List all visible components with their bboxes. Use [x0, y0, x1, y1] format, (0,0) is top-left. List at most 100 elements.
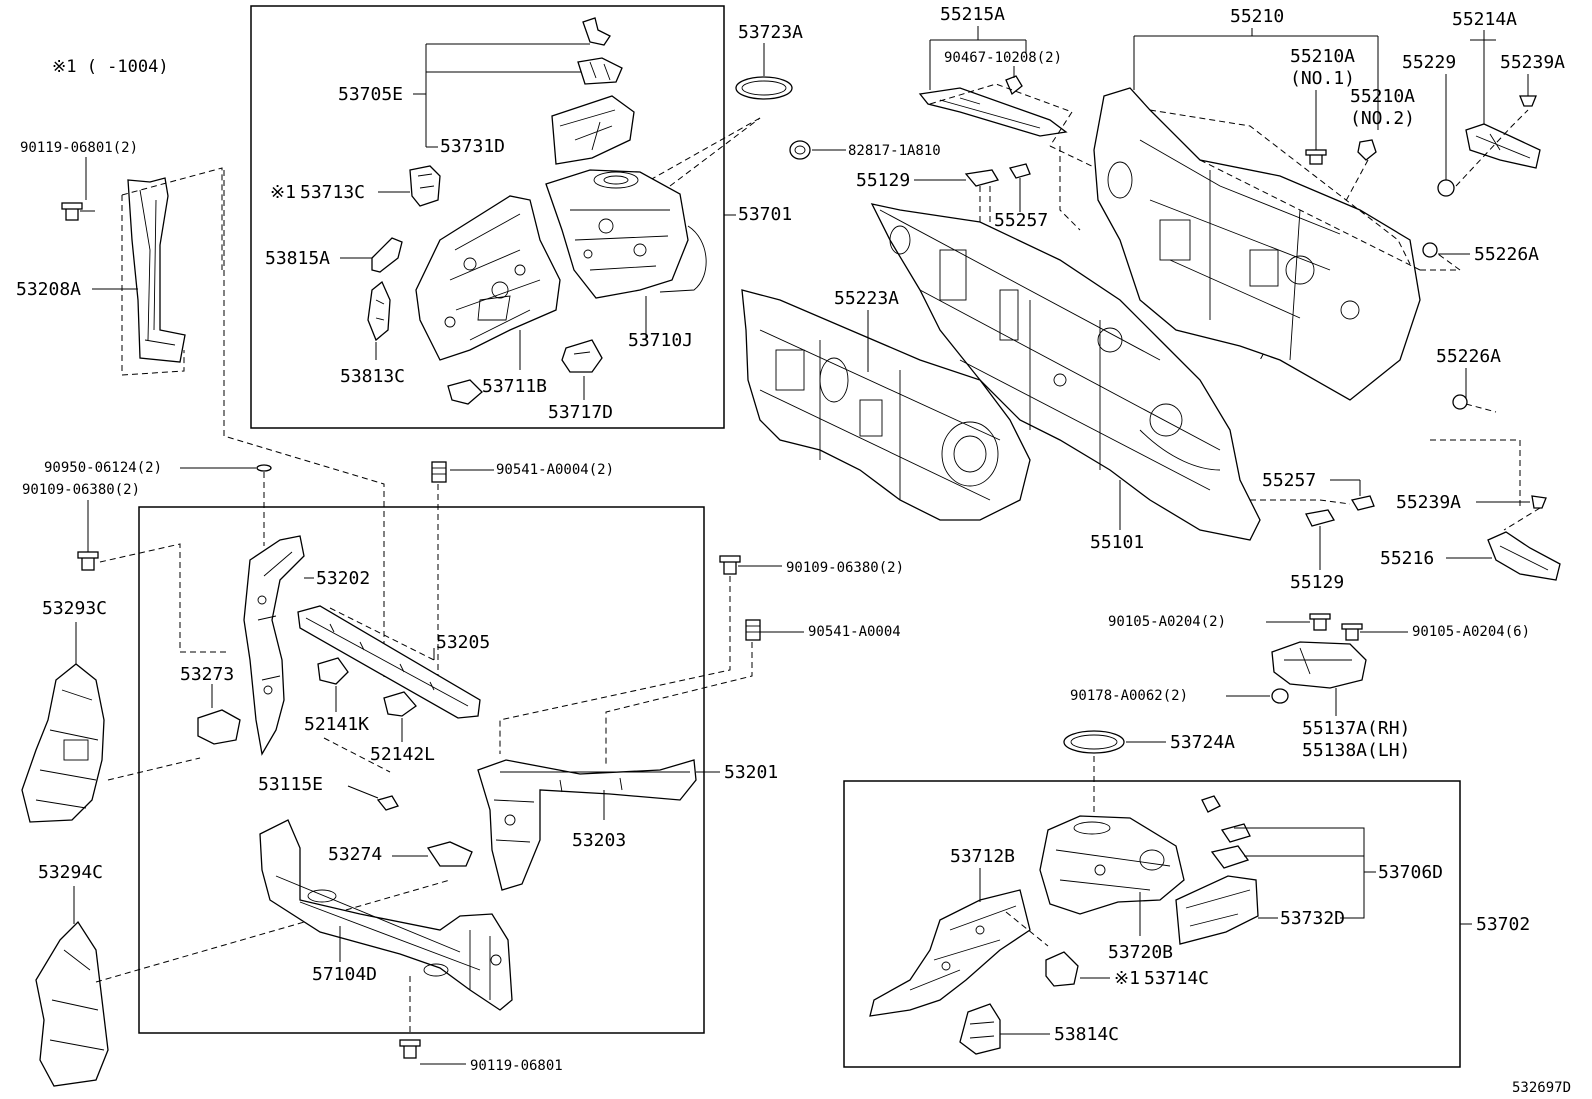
diagram-id: 532697D — [1512, 1080, 1571, 1096]
part-label-53731D: 53731D — [440, 136, 505, 157]
part-label-90105-A0204-6: 90105-A0204(6) — [1412, 624, 1530, 640]
part-label-53717D: 53717D — [548, 402, 613, 423]
part-label-53723A: 53723A — [738, 22, 803, 43]
part-label-57104D: 57104D — [312, 964, 377, 985]
part-label-53202: 53202 — [316, 568, 370, 589]
part-label-53724A: 53724A — [1170, 732, 1235, 753]
part-label-55101: 55101 — [1090, 532, 1144, 553]
part-label-53713C: 53713C — [300, 182, 365, 203]
part-53706D-clips — [1201, 795, 1251, 869]
part-label-53294C: 53294C — [38, 862, 103, 883]
part-label-no2: (NO.2) — [1350, 108, 1415, 129]
part-label-53274: 53274 — [328, 844, 382, 865]
part-label-53732D: 53732D — [1280, 908, 1345, 929]
footnote-label: ※1 ( -1004) — [52, 57, 169, 77]
part-label-55138A-LH: 55138A(LH) — [1302, 740, 1410, 761]
bolt-90109-b — [719, 555, 741, 575]
part-label-55239A-b: 55239A — [1396, 492, 1461, 513]
part-55137A-bracket — [1271, 641, 1367, 689]
part-53711B-small — [447, 379, 483, 405]
part-label-53702: 53702 — [1476, 914, 1530, 935]
part-label-53711B: 53711B — [482, 376, 547, 397]
part-53293C-brace — [21, 663, 105, 823]
note-marker-1b: ※1 — [1114, 968, 1140, 989]
part-55223A-insulator — [741, 289, 1031, 521]
part-90950-clip — [256, 464, 272, 472]
part-53731D — [551, 95, 635, 165]
part-57104D-crossmember — [259, 819, 513, 1011]
part-53714C-bracket — [1045, 951, 1079, 987]
part-55129-clip-top — [964, 169, 999, 187]
part-53201-support — [477, 759, 697, 891]
part-53712B-apron — [869, 889, 1031, 1017]
part-label-53813C: 53813C — [340, 366, 405, 387]
part-53717D-bracket — [561, 339, 603, 373]
part-53115E-clip — [376, 795, 399, 811]
part-90178-nut — [1271, 688, 1289, 704]
part-label-53714C: 53714C — [1144, 968, 1209, 989]
part-53711B-apron — [415, 195, 561, 361]
part-53202-brace — [243, 535, 305, 756]
part-label-55216: 55216 — [1380, 548, 1434, 569]
part-55214A-seal — [1465, 123, 1541, 169]
part-52141K-bracket — [317, 657, 349, 685]
part-label-55229: 55229 — [1402, 52, 1456, 73]
part-label-55215A: 55215A — [940, 4, 1005, 25]
bolt-90119-top — [61, 202, 95, 221]
part-53705E-clips — [577, 17, 623, 85]
part-label-90105-A0204-2: 90105-A0204(2) — [1108, 614, 1226, 630]
part-label-53706D: 53706D — [1378, 862, 1443, 883]
part-label-53814C: 53814C — [1054, 1024, 1119, 1045]
part-label-53201: 53201 — [724, 762, 778, 783]
part-53815A-bracket — [371, 237, 403, 273]
part-label-53705E: 53705E — [338, 84, 403, 105]
part-53713C-bracket — [409, 165, 441, 207]
part-label-53293C: 53293C — [42, 598, 107, 619]
part-label-53710J: 53710J — [628, 330, 693, 351]
part-label-55129-b: 55129 — [1290, 572, 1344, 593]
part-55215A-cowl — [918, 87, 1068, 137]
part-label-55226A-a: 55226A — [1474, 244, 1539, 265]
part-53294C-brace — [35, 920, 109, 1087]
part-label-55214A: 55214A — [1452, 9, 1517, 30]
part-55101-dash-panel — [870, 203, 1261, 541]
group-box-53201 — [138, 506, 705, 1034]
part-label-55257-b: 55257 — [1262, 470, 1316, 491]
part-55129-clip-b — [1305, 509, 1335, 527]
part-53732D — [1175, 875, 1259, 945]
part-53814C-bracket — [959, 1003, 1001, 1055]
part-55257-clip-top — [1008, 163, 1031, 179]
part-52142L-bracket — [383, 691, 417, 717]
part-90541-bumper-a — [431, 461, 447, 483]
part-label-55223A: 55223A — [834, 288, 899, 309]
part-label-55210A-no1: 55210A — [1290, 46, 1355, 67]
part-label-53815A: 53815A — [265, 248, 330, 269]
part-label-82817-1A810: 82817-1A810 — [848, 143, 941, 159]
part-55229-clip — [1437, 179, 1455, 197]
part-label-53273: 53273 — [180, 664, 234, 685]
bolt-90105-a — [1309, 613, 1331, 631]
part-55210A-no2-clip — [1357, 139, 1377, 161]
part-55210A-no1-clip — [1305, 149, 1327, 165]
part-55210-insulator — [1093, 87, 1421, 401]
part-label-52142L: 52142L — [370, 744, 435, 765]
part-55239A-clip-b — [1531, 495, 1547, 509]
part-label-55129-top: 55129 — [856, 170, 910, 191]
part-90467-clip — [1005, 75, 1023, 96]
part-55216-seal — [1487, 531, 1561, 581]
part-53723A-seal — [735, 76, 793, 100]
part-label-55226A-b: 55226A — [1436, 346, 1501, 367]
part-53205-member — [297, 605, 481, 719]
bolt-90105-b — [1341, 623, 1363, 641]
part-label-90109-06380-b: 90109-06380(2) — [786, 560, 904, 576]
part-label-53208A: 53208A — [16, 279, 81, 300]
group-box-53702 — [843, 780, 1461, 1068]
part-53273-bracket — [197, 709, 241, 745]
part-82817-grommet — [789, 140, 811, 160]
part-90541-bumper-b — [745, 619, 761, 641]
part-label-55210: 55210 — [1230, 6, 1284, 27]
part-label-53712B: 53712B — [950, 846, 1015, 867]
part-label-90119-06801: 90119-06801 — [470, 1058, 563, 1074]
note-marker-1a: ※1 — [270, 182, 296, 203]
part-55239A-clip-top — [1519, 95, 1537, 107]
